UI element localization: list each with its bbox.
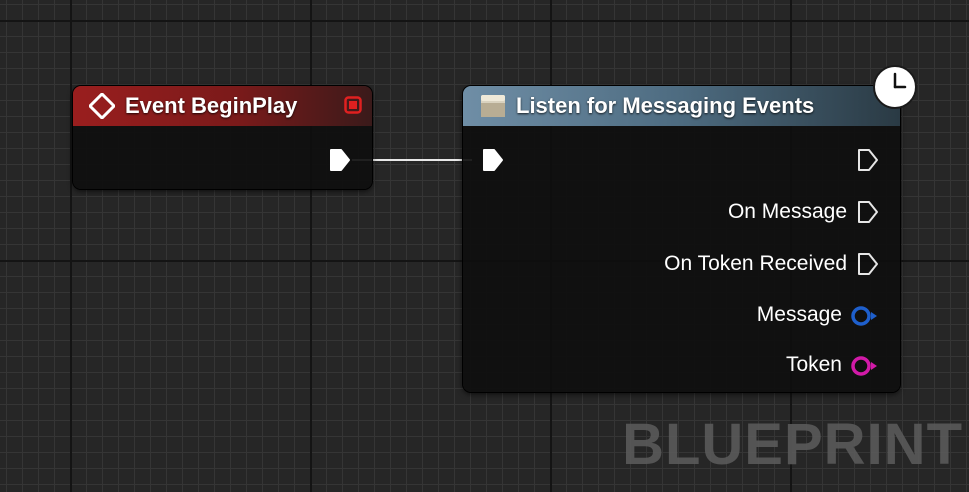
blueprint-watermark: BLUEPRINT [622, 412, 963, 477]
node-title: Listen for Messaging Events [516, 93, 815, 118]
token-label: Token [785, 353, 842, 376]
event-beginplay-node[interactable]: Event BeginPlay [73, 86, 372, 189]
node-title: Event BeginPlay [125, 93, 298, 118]
clock-icon [873, 65, 917, 109]
exec-out-pin[interactable] [856, 147, 880, 173]
listen-node-header[interactable]: Listen for Messaging Events [463, 86, 900, 126]
message-label: Message [756, 303, 842, 326]
exec-out-pin[interactable] [328, 147, 352, 173]
event-beginplay-header[interactable]: Event BeginPlay [73, 86, 372, 126]
function-icon [481, 95, 505, 117]
on-token-received-exec-pin[interactable] [856, 251, 880, 277]
listen-for-messaging-events-node[interactable]: Listen for Messaging Events On Message O… [463, 86, 900, 392]
delegate-pin-icon[interactable] [344, 96, 362, 114]
on-message-label: On Message [727, 200, 847, 223]
message-string-pin[interactable] [849, 303, 879, 329]
exec-in-pin[interactable] [481, 147, 505, 173]
event-diamond-icon [89, 93, 115, 119]
on-message-exec-pin[interactable] [856, 199, 880, 225]
token-object-pin[interactable] [849, 353, 879, 379]
on-token-received-label: On Token Received [664, 252, 847, 275]
